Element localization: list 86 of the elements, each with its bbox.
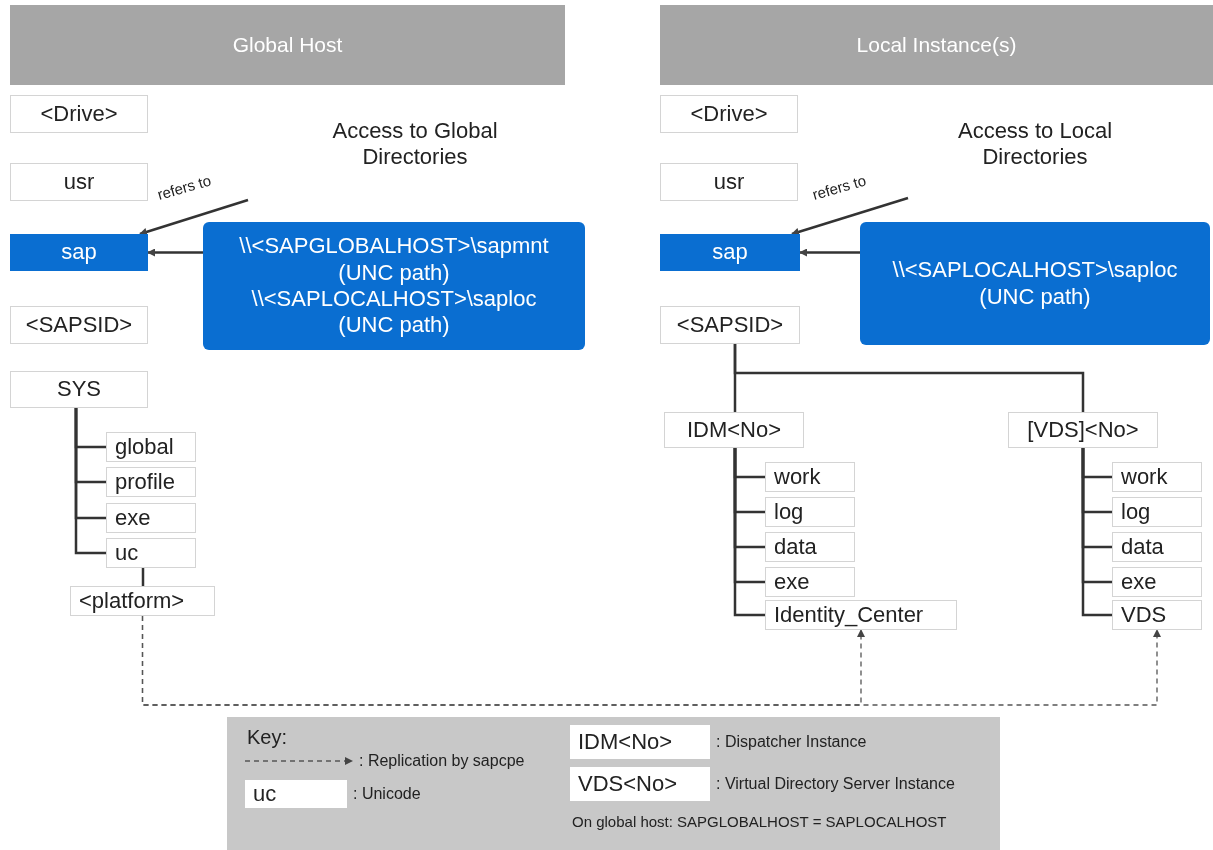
node-label: \\<SAPGLOBALHOST>\sapmnt (UNC path) \\<SAPLOCALHOST>\saploc (UNC path): [238, 233, 550, 339]
node-label: log: [1121, 498, 1151, 526]
note-text: On global host: SAPGLOBALHOST = SAPLOCALHOST: [572, 813, 948, 830]
node-label: exe: [774, 568, 810, 596]
node-label: <Drive>: [40, 100, 118, 128]
node-label: IDM<No>: [578, 728, 673, 756]
node-label: sap: [61, 239, 97, 266]
node-label: exe: [1121, 568, 1157, 596]
node-label: profile: [115, 468, 175, 496]
directory-box: [1008, 412, 1158, 448]
path-callout-box: [860, 222, 1210, 345]
node-label: SYS: [57, 376, 101, 403]
directory-box: [10, 234, 148, 271]
reference-arrow: [799, 248, 860, 257]
directory-box: [106, 467, 196, 497]
tree-connector: [1081, 448, 1112, 617]
node-label: uc: [115, 539, 139, 567]
node-label: [VDS]<No>: [1027, 416, 1139, 444]
directory-box: [1112, 497, 1202, 527]
key-description: : Dispatcher Instance: [716, 732, 867, 752]
tree-connector: [733, 344, 1085, 412]
key-description: : Unicode: [353, 784, 421, 804]
directory-box: [10, 95, 148, 133]
directory-box: [660, 306, 800, 344]
path-callout-box: [203, 222, 585, 350]
key-heading: Key:: [247, 725, 288, 749]
node-label: sap: [712, 239, 748, 266]
node-label: global: [115, 433, 174, 461]
directory-box: [1112, 532, 1202, 562]
directory-box: [1112, 567, 1202, 597]
reference-arrow: [791, 196, 909, 236]
node-label: Identity_Center: [774, 601, 924, 629]
node-label: data: [774, 533, 817, 561]
node-label: data: [1121, 533, 1164, 561]
node-label: <Drive>: [690, 100, 768, 128]
directory-box: [765, 497, 855, 527]
node-label: Local Instance(s): [856, 32, 1017, 58]
directory-box: [106, 503, 196, 533]
node-label: Global Host: [232, 32, 343, 58]
directory-box: [765, 462, 855, 492]
directory-box: [765, 567, 855, 597]
node-label: <SAPSID>: [676, 311, 784, 339]
key-sample-box: [245, 780, 347, 808]
directory-box: [70, 586, 215, 616]
header-band: [660, 5, 1213, 85]
directory-box: [106, 538, 196, 568]
node-label: log: [774, 498, 804, 526]
directory-box: [106, 432, 196, 462]
section-title: Access to Global Directories: [331, 118, 499, 170]
directory-box: [765, 600, 957, 630]
node-label: VDS<No>: [578, 770, 678, 798]
directory-box: [660, 234, 800, 271]
key-description: : Virtual Directory Server Instance: [716, 774, 955, 794]
node-label: exe: [115, 504, 151, 532]
directory-box: [10, 306, 148, 344]
node-label: work: [774, 463, 821, 491]
directory-box: [664, 412, 804, 448]
edge-label: refers to: [810, 171, 868, 203]
node-label: usr: [713, 168, 745, 196]
node-label: uc: [253, 780, 277, 808]
legend-text: : Replication by sapcpe: [359, 752, 525, 770]
directory-box: [660, 95, 798, 133]
node-label: <platform>: [79, 587, 185, 615]
directory-box: [1112, 600, 1202, 630]
reference-arrow: [147, 248, 203, 257]
directory-box: [765, 532, 855, 562]
node-label: usr: [63, 168, 95, 196]
node-label: work: [1121, 463, 1168, 491]
node-label: \\<SAPLOCALHOST>\saploc (UNC path): [891, 257, 1179, 310]
directory-box: [1112, 462, 1202, 492]
section-title: Access to Local Directories: [956, 118, 1114, 170]
edge-label: refers to: [155, 171, 213, 203]
directory-box: [660, 163, 798, 201]
tree-connector: [74, 408, 106, 555]
replication-arrow: [141, 615, 1161, 706]
tree-connector: [733, 448, 765, 617]
reference-arrow: [139, 198, 249, 236]
key-panel: [227, 717, 1000, 850]
directory-box: [10, 371, 148, 408]
key-sample-box: [570, 725, 710, 759]
node-label: IDM<No>: [686, 416, 782, 444]
directory-box: [10, 163, 148, 201]
key-sample-box: [570, 767, 710, 801]
node-label: <SAPSID>: [25, 311, 133, 339]
node-label: VDS: [1121, 601, 1167, 629]
header-band: [10, 5, 565, 85]
